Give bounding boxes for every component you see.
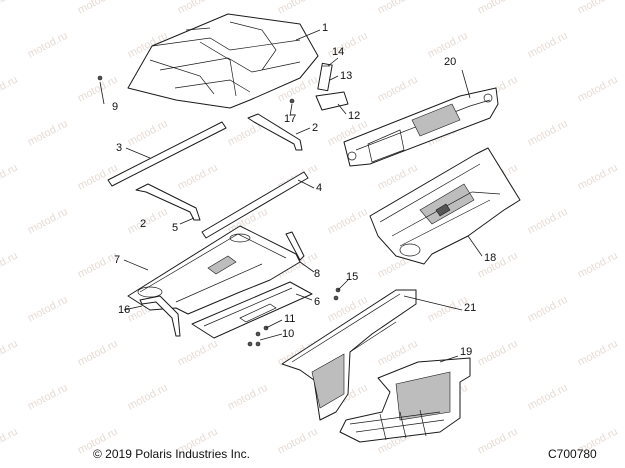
part-screw-17 <box>289 98 295 104</box>
watermark-text: motod.ru <box>126 206 170 237</box>
watermark-text: motod.ru <box>0 426 20 457</box>
watermark-text: motod.ru <box>576 0 620 17</box>
watermark-text: motod.ru <box>476 250 520 281</box>
watermark-text: motod.ru <box>176 0 220 17</box>
part-tray <box>191 281 313 339</box>
callout-19: 19 <box>460 346 473 358</box>
watermark-text: motod.ru <box>26 206 70 237</box>
part-trim-8 <box>285 231 305 261</box>
callout-13: 13 <box>340 70 353 82</box>
watermark-text: motod.ru <box>526 118 570 149</box>
part-dash-frame <box>343 87 499 167</box>
watermark-text: motod.ru <box>376 74 420 105</box>
watermark-text: motod.ru <box>476 0 520 17</box>
watermark-text: motod.ru <box>376 162 420 193</box>
callout-20: 20 <box>444 56 457 68</box>
callout-21: 21 <box>464 302 477 314</box>
callout-18: 18 <box>484 252 497 264</box>
watermark-text: motod.ru <box>26 294 70 325</box>
copyright-notice: © 2019 Polaris Industries Inc. <box>93 447 250 461</box>
watermark-text: motod.ru <box>276 426 320 457</box>
callout-2-lower: 2 <box>140 218 147 230</box>
callout-12: 12 <box>348 110 361 122</box>
watermark-text: motod.ru <box>376 0 420 17</box>
watermark-text: motod.ru <box>526 382 570 413</box>
watermark-text: motod.ru <box>26 118 70 149</box>
watermark-text: motod.ru <box>526 294 570 325</box>
watermark-text: motod.ru <box>276 0 320 17</box>
callout-17: 17 <box>284 113 297 125</box>
watermark-text: motod.ru <box>76 338 120 369</box>
part-side-rail-left <box>107 121 227 187</box>
watermark-text: motod.ru <box>226 382 270 413</box>
watermark-text: motod.ru <box>576 74 620 105</box>
watermark-text: motod.ru <box>0 74 20 105</box>
part-fasteners-15 <box>333 287 341 301</box>
part-cargo-frame <box>281 289 417 421</box>
part-trim-16 <box>139 295 181 337</box>
callout-6: 6 <box>314 296 321 308</box>
part-roof <box>127 13 319 109</box>
part-screw-9 <box>97 75 103 81</box>
part-fasteners <box>247 325 269 347</box>
callout-16: 16 <box>118 304 131 316</box>
watermark-text: motod.ru <box>176 162 220 193</box>
watermark-text: motod.ru <box>476 338 520 369</box>
callout-8: 8 <box>314 268 321 280</box>
callout-1: 1 <box>322 22 329 34</box>
part-side-rail-right <box>201 171 309 239</box>
callout-9: 9 <box>112 101 119 113</box>
watermark-text: motod.ru <box>0 0 20 17</box>
callout-11: 11 <box>284 313 296 325</box>
watermark-text: motod.ru <box>576 338 620 369</box>
watermark-text: motod.ru <box>176 338 220 369</box>
callout-2-upper: 2 <box>312 122 319 134</box>
part-floor-assembly <box>369 147 521 265</box>
watermark-text: motod.ru <box>576 162 620 193</box>
watermark-text: motod.ru <box>0 338 20 369</box>
part-trim-rail-right <box>247 113 303 151</box>
watermark-text: motod.ru <box>126 382 170 413</box>
diagram-code: C700780 <box>548 447 597 461</box>
watermark-text: motod.ru <box>126 118 170 149</box>
part-mirror <box>315 62 349 111</box>
watermark-text: motod.ru <box>26 30 70 61</box>
watermark-text: motod.ru <box>26 382 70 413</box>
watermark-text: motod.ru <box>476 426 520 457</box>
part-trim-rail-left <box>135 183 201 221</box>
callout-5: 5 <box>172 222 179 234</box>
watermark-text: motod.ru <box>0 162 20 193</box>
watermark-text: motod.ru <box>526 30 570 61</box>
leader-lines <box>99 29 483 363</box>
watermark-text: motod.ru <box>526 206 570 237</box>
part-floor-panel <box>339 357 471 443</box>
watermark-text: motod.ru <box>76 0 120 17</box>
callout-3: 3 <box>116 142 123 154</box>
watermark-text: motod.ru <box>326 206 370 237</box>
callout-15: 15 <box>346 271 359 283</box>
callout-14: 14 <box>332 46 345 58</box>
watermark-text: motod.ru <box>576 250 620 281</box>
callout-10: 10 <box>282 328 295 340</box>
callout-4: 4 <box>316 182 323 194</box>
watermark-text: motod.ru <box>0 250 20 281</box>
callout-7: 7 <box>114 254 121 266</box>
